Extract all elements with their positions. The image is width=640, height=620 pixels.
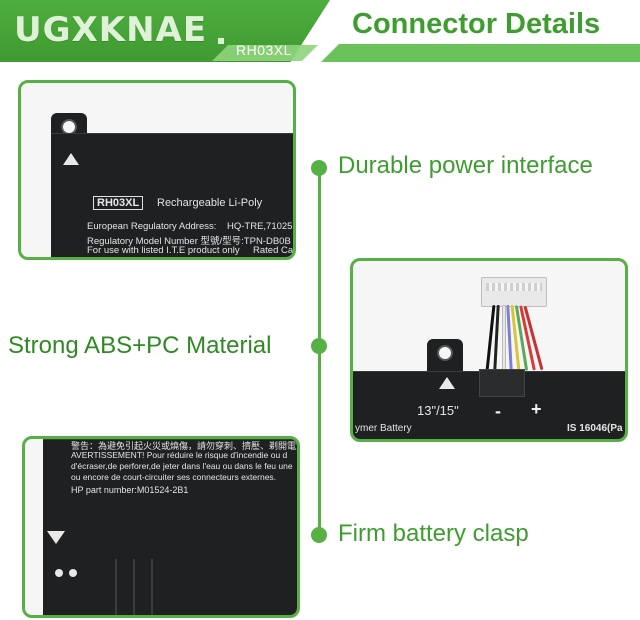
clasp-rib: [151, 559, 153, 615]
model-tag: RH03XL: [236, 42, 292, 58]
battery-clasp-panel: 警告：為避免引起火災或燒傷，請勿穿刺、擠壓、剃開電池 AVERTISSEMENT…: [22, 436, 300, 618]
connector-plug: [481, 277, 547, 307]
clasp-rib: [133, 559, 135, 615]
brand-dot: [218, 38, 224, 44]
clasp-rib: [115, 559, 117, 615]
page-title: Connector Details: [352, 8, 601, 40]
warning-chinese: 警告：為避免引起火災或燒傷，請勿穿刺、擠壓、剃開電池: [71, 441, 300, 451]
rated-capacity-label: Rated Ca: [253, 245, 294, 256]
feature-abs-material: Strong ABS+PC Material: [8, 332, 272, 359]
header-stripe-long: [321, 44, 640, 62]
hp-part-number: HP part number:M01524-2B1: [71, 485, 189, 495]
arrow-up-icon: [439, 377, 455, 389]
regulatory-address-label: European Regulatory Address:: [87, 221, 217, 232]
timeline-dot: [311, 338, 327, 354]
arrow-down-icon: [47, 531, 65, 544]
warning-french-3: ou encore de court-circuiter ses connect…: [71, 472, 277, 482]
clasp-dot: [69, 569, 77, 577]
battery-tab: [427, 339, 463, 373]
battery-label-panel: RH03XL Rechargeable Li-Poly European Reg…: [18, 80, 296, 260]
timeline-dot: [311, 160, 327, 176]
screw-hole: [437, 345, 453, 361]
usage-note: For use with listed I.T.E product only: [87, 245, 240, 256]
model-label-box: RH03XL: [93, 196, 144, 210]
header-banner: UGXKNAE RH03XL Connector Details: [0, 0, 640, 62]
feature-firm-clasp: Firm battery clasp: [338, 520, 529, 547]
regulatory-model-number: Regulatory Model Number 型號/型号:TPN-DB0B: [87, 236, 291, 247]
connector-panel: 13"/15" - + ymer Battery IS 16046(Pa: [350, 258, 628, 442]
plus-label: +: [531, 399, 542, 419]
warning-french-1: AVERTISSEMENT! Pour réduire le risque d'…: [71, 450, 288, 460]
battery-body: [51, 133, 293, 257]
timeline-dot: [311, 527, 327, 543]
regulatory-address-value: HQ-TRE,71025: [227, 221, 293, 232]
wire-white: [502, 305, 506, 373]
size-label: 13"/15": [417, 403, 459, 418]
battery-type-text: Rechargeable Li-Poly: [157, 197, 263, 209]
minus-label: -: [495, 401, 501, 421]
connector-socket: [479, 369, 525, 397]
battery-body: [43, 439, 297, 615]
feature-durable-interface: Durable power interface: [338, 152, 593, 179]
brand-logo: UGXKNAE: [14, 10, 208, 50]
warning-french-2: d'écraser,de perforer,de jeter dans l'ea…: [71, 461, 293, 471]
standard-label: IS 16046(Pa: [567, 423, 623, 434]
clasp-dot: [55, 569, 63, 577]
arrow-up-icon: [63, 153, 79, 165]
battery-footer-text: ymer Battery: [355, 423, 412, 434]
